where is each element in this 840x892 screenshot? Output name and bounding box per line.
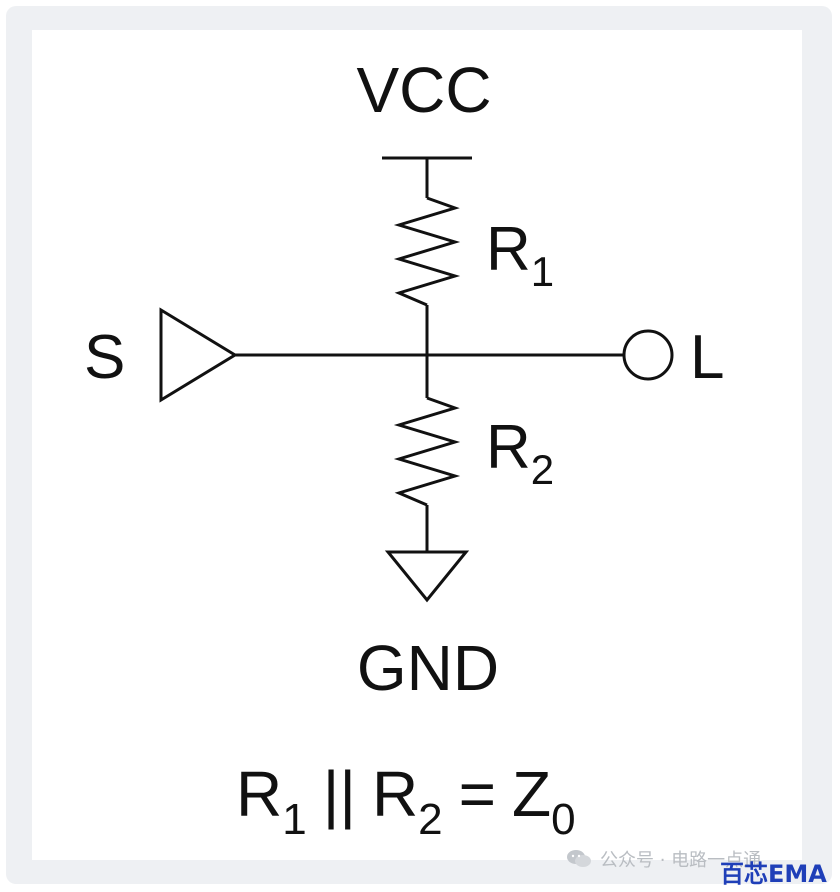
impedance-equation: R1||R2=Z0 (236, 758, 576, 844)
brand-logo: 百芯EMA (720, 860, 827, 888)
ground-symbol (384, 550, 470, 603)
wechat-icon (566, 849, 592, 869)
gnd-label: GND (357, 632, 499, 704)
load-terminal (622, 329, 674, 381)
watermark: 公众号 · 电路一点通 (566, 846, 761, 872)
load-label: L (690, 323, 724, 392)
r1-label: R1 (486, 215, 554, 295)
r2-label: R2 (486, 413, 554, 493)
diagram-panel (32, 30, 802, 860)
vcc-label: VCC (356, 54, 491, 126)
source-driver-symbol (159, 307, 238, 403)
resistor-r1 (393, 196, 461, 307)
resistor-r2 (393, 396, 461, 507)
source-label: S (84, 323, 125, 392)
watermark-text: 公众号 · 电路一点通 (600, 850, 762, 871)
